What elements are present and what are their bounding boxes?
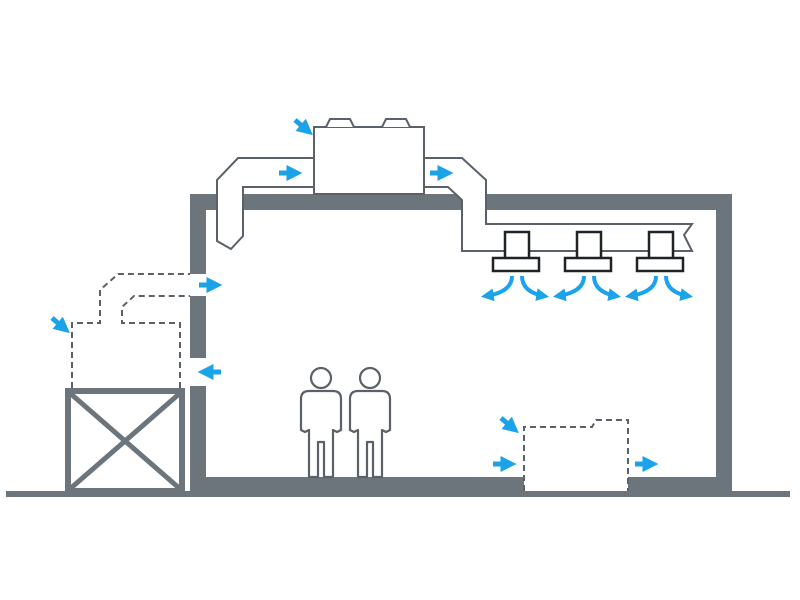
roof-right [486, 194, 732, 210]
ceiling-diffusers [491, 230, 685, 273]
equipment-stand-bracing [69, 392, 181, 490]
outdoor-unit-dashed-duct [71, 273, 190, 388]
left-wall-lower [190, 386, 206, 497]
diffuser-icon [491, 230, 541, 273]
rooftop-vent-right [381, 118, 411, 128]
airflow-arrows [50, 118, 694, 473]
occupants [299, 366, 392, 479]
airflow-arrow-icon [664, 275, 694, 301]
rooftop-vent-left [325, 118, 355, 128]
floor-left [190, 477, 524, 497]
airflow-arrow-icon [592, 275, 622, 301]
person-icon [299, 366, 343, 479]
airflow-arrow-icon [624, 275, 658, 302]
roof-left [190, 194, 217, 210]
left-wall-middle [190, 296, 206, 358]
floor-right [628, 477, 732, 497]
building-section [190, 194, 732, 497]
diffuser-icon [563, 230, 613, 273]
person-icon [348, 366, 392, 479]
airflow-arrow-icon [552, 275, 586, 302]
rooftop-air-handling-unit [216, 118, 694, 252]
airflow-arrow-icon [293, 118, 313, 136]
roof-middle [243, 194, 463, 210]
left-wall-upper [190, 194, 206, 274]
airflow-arrow-icon [50, 316, 70, 334]
rooftop-unit-body [313, 126, 425, 195]
outdoor-unit [65, 273, 190, 494]
supply-duct [424, 157, 694, 252]
airflow-arrow-icon [480, 275, 514, 302]
airflow-arrow-icon [520, 275, 550, 301]
airflow-arrow-icon [499, 416, 519, 434]
diffuser-icon [635, 230, 685, 273]
right-wall [716, 194, 732, 497]
floor-unit-dashed [523, 419, 629, 491]
equipment-stand [65, 388, 185, 494]
